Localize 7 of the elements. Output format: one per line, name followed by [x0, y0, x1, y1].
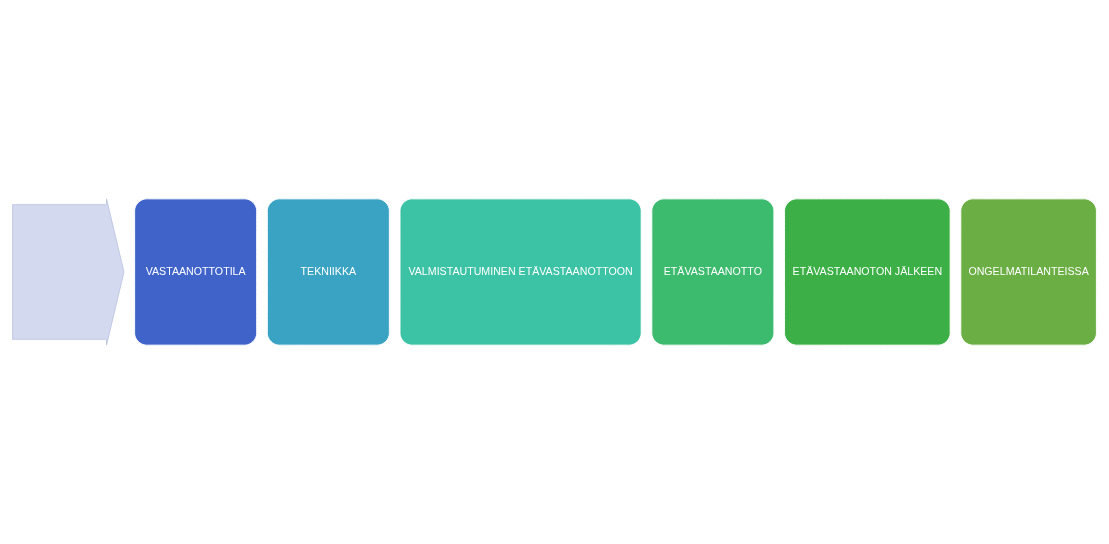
node-box: ETÄVASTAANOTON JÄLKEEN: [784, 198, 951, 346]
node-box: TEKNIIKKA: [266, 198, 390, 346]
node-box: VALMISTAUTUMINEN ETÄVASTAANOTTOON: [399, 198, 642, 346]
node-box: ONGELMATILANTEISSA: [960, 198, 1097, 346]
node-box: ETÄVASTAANOTTO: [651, 198, 775, 346]
node-arrow: [12, 198, 125, 346]
node-box: VASTAANOTTOTILA: [134, 198, 258, 346]
